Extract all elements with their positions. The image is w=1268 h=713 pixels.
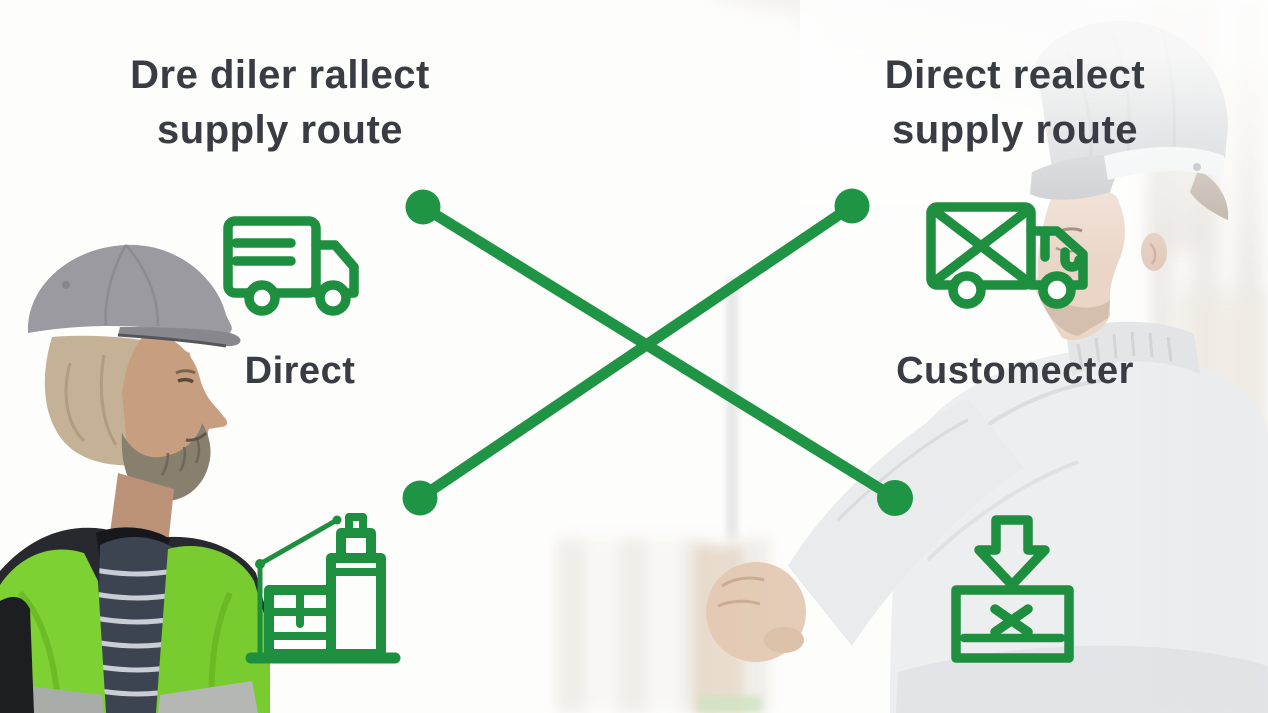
route-dot-top-right xyxy=(834,188,870,224)
worker-left-neck xyxy=(110,473,174,545)
right-node-label: Customecter xyxy=(896,350,1134,392)
worker-left-cap xyxy=(27,244,241,348)
package-receive-icon xyxy=(951,515,1074,663)
route-dot-bottom-left xyxy=(402,480,438,516)
route-line-left-to-right xyxy=(417,201,901,504)
route-dot-bottom-right xyxy=(877,480,913,516)
construction-site-crane-icon xyxy=(245,513,401,664)
left-title: Dre diler rallect supply route xyxy=(58,48,502,158)
left-title-line2: supply route xyxy=(156,108,404,152)
left-title-line1: Dre diler rallect xyxy=(130,53,430,97)
route-line-right-to-left xyxy=(414,200,858,504)
left-node-label: Direct xyxy=(244,350,356,392)
worker-left-hivis-vest xyxy=(0,545,270,713)
route-dot-top-left xyxy=(405,189,441,225)
worker-photo-left xyxy=(0,244,270,713)
delivery-truck-icon xyxy=(223,216,359,316)
